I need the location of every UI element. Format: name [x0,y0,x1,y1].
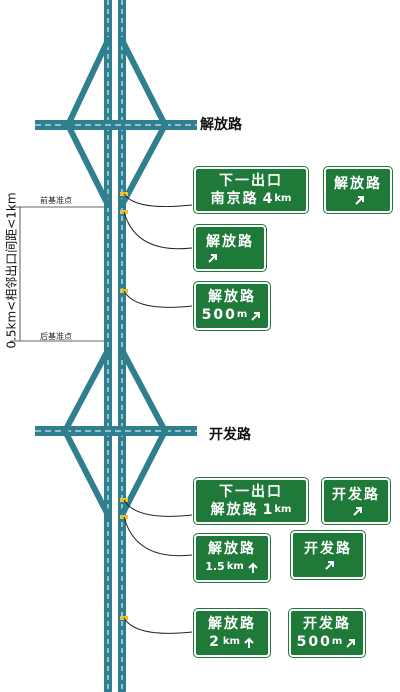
sign-jiefang-advance: 解放路 [193,224,267,272]
sign-unit: km [274,504,292,515]
sign-distance: 1.5 [205,560,225,573]
sign-line: 2 km [209,633,255,651]
sign-next-exit-jiefang: 下一出口 解放路 1 km [193,477,309,525]
sign-jiefang-2km: 解放路 2 km [193,608,271,658]
leader-line [123,516,193,557]
sign-unit: km [274,193,292,204]
leader-line [123,211,193,250]
leader-line [123,193,193,208]
sign-line: 解放路 1 km [211,501,292,519]
sign-line: 500 m [202,306,263,324]
exit-spacing-label: 0.5km<相邻出口间距<1km [4,185,19,355]
ramp [119,347,168,434]
sign-jiefang-500m: 解放路 500 m [193,281,271,331]
sign-line: 解放路 [208,541,256,557]
sign-line: 解放路 [206,234,254,250]
ramp [62,428,111,518]
ramp [65,122,111,208]
sign-line: 解放路 [208,616,256,632]
sign-line: 南京路 4 km [211,190,292,208]
rear-reference-point-label: 后基准点 [40,332,72,341]
sign-kaifa-advance: 开发路 [290,530,366,580]
ramp [119,37,168,128]
arrow-up-right-icon [324,558,336,570]
arrow-up-right-icon [207,251,219,263]
sign-kaifa-500m: 开发路 500 m [288,608,366,658]
ramp [65,37,111,128]
sign-line [321,558,336,570]
sign-distance: 4 [262,191,275,207]
sign-line [351,193,366,205]
arrow-up-right-icon [345,636,357,648]
exit-spacing-text: 0.5km<相邻出口间距<1km [4,191,19,349]
sign-unit: km [222,636,240,647]
arrow-up-icon [247,561,259,573]
arrow-up-right-icon [250,309,262,321]
sign-road-name: 南京路 [210,191,259,207]
sign-line: 500 m [297,633,358,651]
sign-unit: m [236,309,248,320]
sign-kaifa-exit: 开发路 [321,477,391,525]
ramp [62,347,111,434]
sign-jiefang-1-5km: 解放路 1.5 km [193,533,271,583]
arrow-up-right-icon [352,504,364,516]
arrow-up-right-icon [354,193,366,205]
sign-distance: 1 [262,502,275,518]
leader-line [123,499,193,517]
sign-line: 开发路 [332,487,380,503]
sign-line [204,251,256,263]
sign-line: 解放路 [334,176,382,192]
sign-line: 下一出口 [219,173,283,189]
sign-distance: 2 [209,634,221,650]
leader-line [123,290,193,308]
sign-line: 解放路 [208,289,256,305]
sign-road-name: 解放路 [210,502,259,518]
sign-line: 1.5 km [205,558,259,576]
sign-distance: 500 [201,307,237,323]
sign-next-exit-nanjing: 下一出口 南京路 4 km [193,166,309,214]
leader-line [123,617,193,634]
sign-line: 下一出口 [219,484,283,500]
sign-distance: 500 [296,634,332,650]
arrow-up-icon [243,636,255,648]
sign-line: 开发路 [303,616,351,632]
ramp [119,428,168,518]
sign-jiefang-exit: 解放路 [323,166,393,214]
sign-line [349,504,364,516]
front-reference-point-label: 前基准点 [40,196,72,205]
lower-cross-road-label: 开发路 [209,427,251,443]
ramp [119,122,168,208]
upper-cross-road-label: 解放路 [200,117,242,133]
sign-line: 开发路 [304,541,352,557]
sign-unit: m [331,636,343,647]
sign-unit: km [226,561,244,572]
